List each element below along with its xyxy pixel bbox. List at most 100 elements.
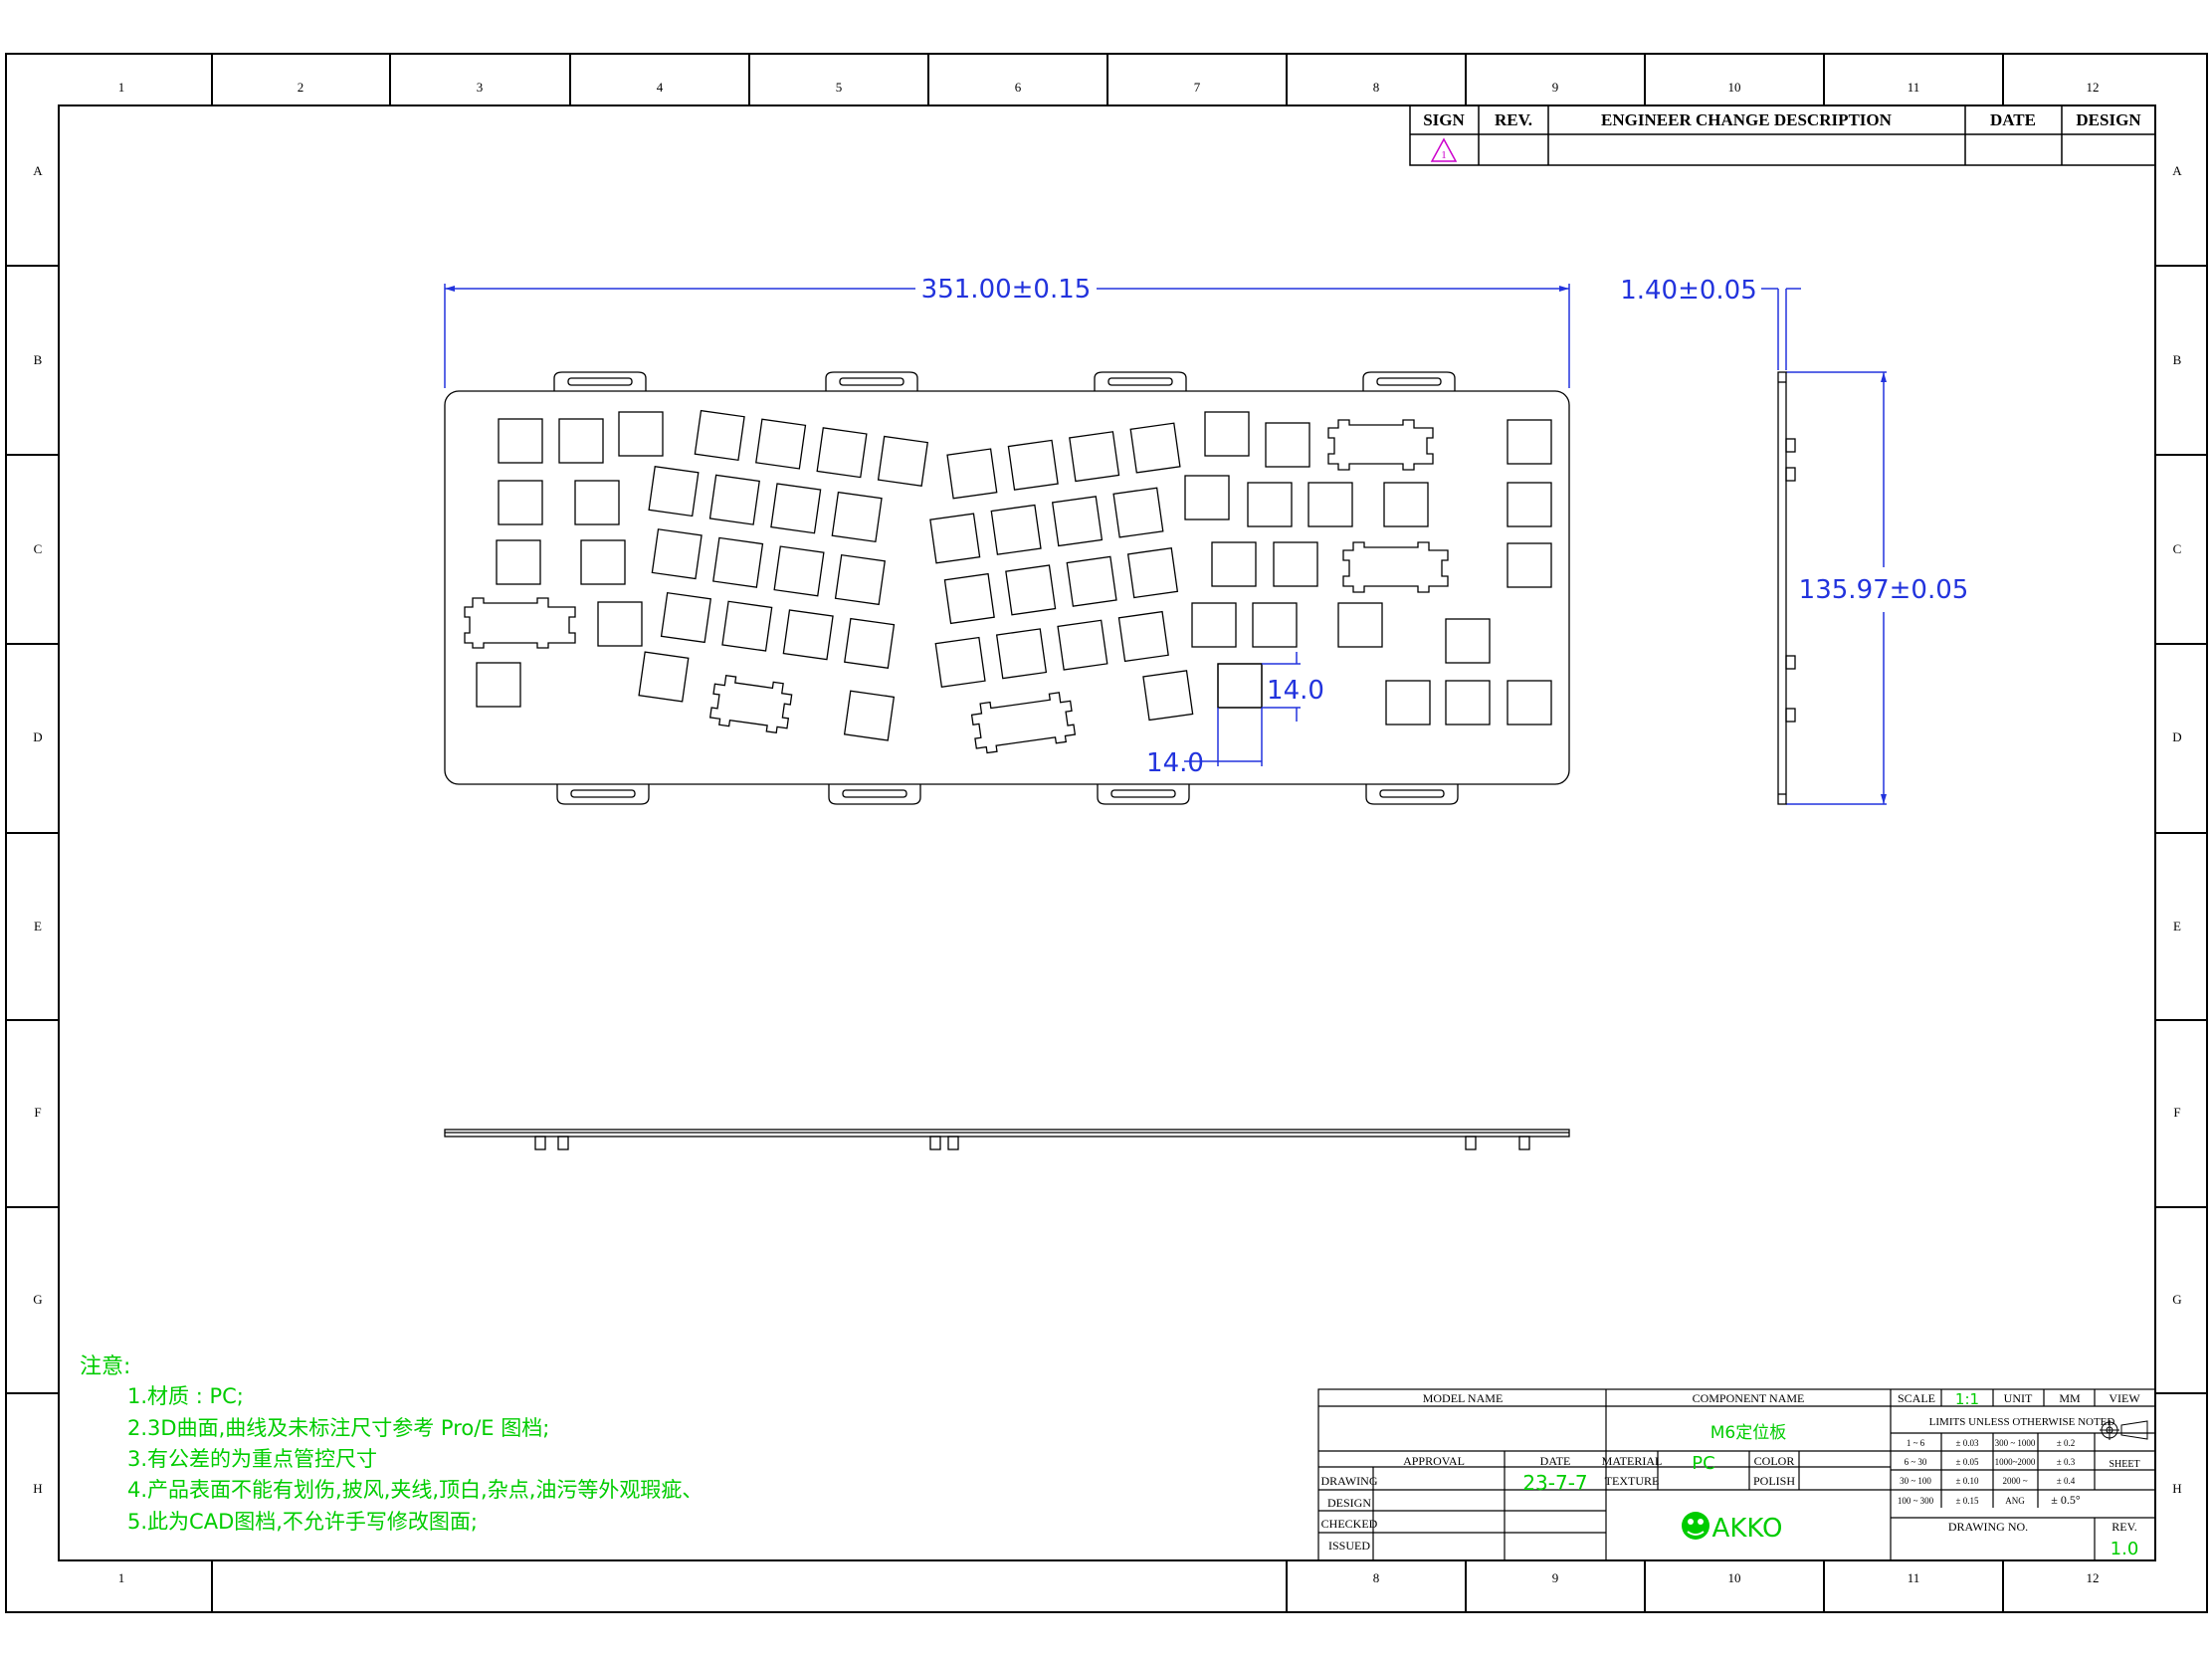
col-label-4: 4 — [657, 80, 664, 95]
component-name-label: COMPONENT NAME — [1693, 1391, 1805, 1405]
view-label: VIEW — [2109, 1391, 2140, 1405]
component-name-value: M6定位板 — [1710, 1423, 1786, 1443]
width-dimension-label: 351.00±0.15 — [921, 275, 1092, 305]
model-name-label: MODEL NAME — [1423, 1391, 1504, 1405]
unit-value: MM — [2059, 1391, 2081, 1405]
col-label-3: 3 — [477, 80, 484, 95]
rev-header-date: DATE — [1990, 110, 2036, 129]
limits-r4-c2: ± 0.15 — [1956, 1496, 1979, 1506]
rev-header-sign: SIGN — [1423, 110, 1465, 129]
key-height-dimension-label: 14.0 — [1267, 676, 1324, 706]
bottom-col-label-10: 10 — [1728, 1570, 1741, 1585]
rev-label: REV. — [2111, 1520, 2136, 1534]
akko-logo: AKKO — [1682, 1512, 1782, 1544]
key-cutouts-left — [464, 409, 928, 741]
limits-r3-c2: ± 0.10 — [1956, 1476, 1979, 1486]
notes-title: 注意: — [80, 1354, 130, 1379]
drawing-date-value: 23-7-7 — [1522, 1471, 1587, 1495]
sheet-label: SHEET — [2109, 1459, 2139, 1470]
row-label-d-right: D — [2172, 729, 2181, 744]
revision-marker: 1 — [1441, 149, 1447, 161]
limits-r2-c4: ± 0.3 — [2057, 1457, 2076, 1467]
limits-r1-c2: ± 0.03 — [1956, 1438, 1979, 1448]
row-label-f: F — [34, 1105, 41, 1120]
projection-symbol-icon — [2100, 1420, 2148, 1440]
material-label: MATERIAL — [1602, 1454, 1663, 1468]
limits-r1-c4: ± 0.2 — [2057, 1438, 2075, 1448]
col-label-1: 1 — [118, 80, 125, 95]
polish-label: POLISH — [1753, 1474, 1795, 1488]
plate-bottom-tabs — [556, 784, 1459, 805]
col-label-2: 2 — [298, 80, 304, 95]
checked-label: CHECKED — [1321, 1517, 1378, 1531]
row-label-g-right: G — [2172, 1292, 2181, 1307]
drawing-no-label: DRAWING NO. — [1948, 1520, 2028, 1534]
unit-label: UNIT — [2004, 1391, 2033, 1405]
rev-header-design: DESIGN — [2076, 110, 2141, 129]
limits-r2-c1: 6 ~ 30 — [1905, 1457, 1927, 1467]
limits-r2-c2: ± 0.05 — [1956, 1457, 1979, 1467]
col-label-12: 12 — [2087, 80, 2100, 95]
row-label-e: E — [34, 919, 42, 933]
col-label-10: 10 — [1728, 80, 1741, 95]
limits-r3-c3: 2000 ~ — [2002, 1476, 2027, 1486]
notes-block: 注意: 1.材质 : PC; 2.3D曲面,曲线及未标注尺寸参考 Pro/E 图… — [80, 1354, 703, 1534]
bottom-col-label-9: 9 — [1552, 1570, 1559, 1585]
note-item-1: 1.材质 : PC; — [127, 1384, 244, 1408]
limits-header: LIMITS UNLESS OTHERWISE NOTED — [1929, 1416, 2115, 1428]
note-item-3: 3.有公差的为重点管控尺寸 — [127, 1447, 377, 1471]
limits-r3-c4: ± 0.4 — [2057, 1476, 2076, 1486]
row-label-a-right: A — [2172, 163, 2182, 178]
thickness-dimension-label: 1.40±0.05 — [1620, 276, 1757, 306]
limits-r4-c1: 100 ~ 300 — [1898, 1496, 1934, 1506]
rev-value: 1.0 — [2111, 1539, 2139, 1559]
scale-value: 1:1 — [1955, 1390, 1979, 1408]
akko-logo-text: AKKO — [1712, 1514, 1783, 1544]
limits-r2-c3: 1000~2000 — [1995, 1457, 2036, 1467]
revision-block: SIGN REV. ENGINEER CHANGE DESCRIPTION DA… — [1409, 104, 2156, 166]
limits-r4-c4: ± 0.5° — [2051, 1493, 2081, 1507]
row-label-b-right: B — [2173, 352, 2182, 367]
dimension-lines: 351.00±0.15 1.40±0.05 135.97±0.05 14.0 1… — [444, 275, 1969, 805]
note-item-4: 4.产品表面不能有划伤,披风,夹线,顶白,杂点,油污等外观瑕疵、 — [127, 1478, 703, 1502]
design-label: DESIGN — [1327, 1496, 1371, 1510]
note-item-2: 2.3D曲面,曲线及未标注尺寸参考 Pro/E 图档; — [127, 1416, 549, 1440]
col-label-9: 9 — [1552, 80, 1559, 95]
plate-front-view — [444, 1129, 1570, 1150]
title-block: MODEL NAME COMPONENT NAME SCALE UNIT MM … — [1317, 1388, 2156, 1561]
bottom-col-label-8: 8 — [1373, 1570, 1380, 1585]
drawing-frame: 1 2 3 4 5 6 7 8 9 10 11 12 1 8 9 10 11 1… — [5, 53, 2208, 1613]
bottom-col-label-1: 1 — [118, 1570, 125, 1585]
limits-r4-c3: ANG — [2005, 1496, 2025, 1506]
key-width-dimension-label: 14.0 — [1146, 748, 1204, 778]
limits-r1-c1: 1 ~ 6 — [1907, 1438, 1925, 1448]
row-label-b: B — [34, 352, 43, 367]
key-cutouts-right — [929, 411, 1552, 754]
drawing-label: DRAWING — [1320, 1474, 1377, 1488]
col-label-11: 11 — [1908, 80, 1920, 95]
issued-label: ISSUED — [1328, 1539, 1370, 1553]
row-label-h-right: H — [2172, 1481, 2181, 1496]
color-label: COLOR — [1754, 1454, 1795, 1468]
rev-header-rev: REV. — [1495, 110, 1532, 129]
row-label-c: C — [34, 541, 43, 556]
row-label-g: G — [33, 1292, 42, 1307]
row-label-h: H — [33, 1481, 42, 1496]
approval-label: APPROVAL — [1403, 1454, 1465, 1468]
bottom-col-label-11: 11 — [1908, 1570, 1920, 1585]
material-value: PC — [1692, 1453, 1714, 1474]
col-label-8: 8 — [1373, 80, 1380, 95]
height-dimension-label: 135.97±0.05 — [1799, 575, 1969, 605]
row-label-c-right: C — [2173, 541, 2182, 556]
limits-r1-c3: 300 ~ 1000 — [1995, 1438, 2036, 1448]
col-label-6: 6 — [1015, 80, 1022, 95]
scale-label: SCALE — [1898, 1391, 1935, 1405]
col-label-5: 5 — [836, 80, 843, 95]
date-label: DATE — [1540, 1454, 1571, 1468]
rev-header-description: ENGINEER CHANGE DESCRIPTION — [1601, 110, 1893, 129]
note-item-5: 5.此为CAD图档,不允许手写修改图面; — [127, 1510, 478, 1534]
col-label-7: 7 — [1194, 80, 1201, 95]
texture-label: TEXTURE — [1605, 1474, 1660, 1488]
row-label-f-right: F — [2173, 1105, 2180, 1120]
